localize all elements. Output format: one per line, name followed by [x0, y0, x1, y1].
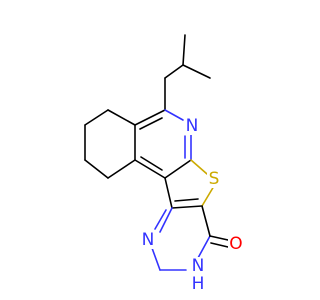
bond-c10a-c7a [164, 159, 192, 179]
bond-c4-o-double [210, 242, 229, 248]
bond-c10b-c10a [134, 159, 166, 179]
cyclohexane-ring [84, 109, 136, 179]
bond-c6-c6a-double [139, 117, 163, 130]
bond-s-c7a [190, 159, 208, 175]
bond-n-ch [151, 247, 161, 271]
bond-c10a-c4b [164, 177, 173, 209]
bond-ch-ch3b [182, 64, 211, 79]
bond-ch3a-ch [182, 34, 186, 66]
atom-o-carbonyl: O [229, 234, 242, 254]
atom-n-pyrimidine: N [142, 230, 155, 250]
atom-nh-pyrimidine: N [192, 256, 205, 276]
structure-canvas: N S N N H O [84, 34, 244, 294]
pyridine-ring [134, 109, 192, 179]
bond-c4b-c8a [171, 205, 203, 209]
atom-n-pyridine: N [186, 116, 199, 136]
atom-labels: N S N N H O [140, 116, 244, 294]
bond-c4b-c8a-double [174, 198, 199, 202]
atom-h-on-n: H [192, 274, 205, 294]
bond-ch2-ch2-a [84, 109, 109, 126]
molecule-structure: N S N N H O [84, 34, 244, 294]
bond-c6a-ch2 [107, 109, 136, 126]
thiophene-ring [164, 159, 215, 209]
pyrimidinone-ring [151, 205, 229, 271]
bond-c10b-c10a-double [140, 156, 163, 171]
bond-c6-c6a [134, 109, 166, 126]
bond-c4b-n [159, 207, 173, 233]
bond-c4-c8a [201, 205, 211, 237]
atom-s-thiophene: S [209, 169, 220, 189]
isobutyl-group [164, 34, 211, 111]
bond-nh-c4 [197, 235, 211, 259]
bond-n-c6 [164, 109, 184, 121]
bond-c4-o [209, 235, 229, 241]
bond-ch-ch2 [164, 64, 184, 79]
bond-c4b-n-double [154, 209, 167, 230]
bond-ch2-c10b [107, 159, 136, 179]
bond-c8a-s [201, 185, 215, 207]
bond-ch2-ch2-c [84, 159, 109, 179]
